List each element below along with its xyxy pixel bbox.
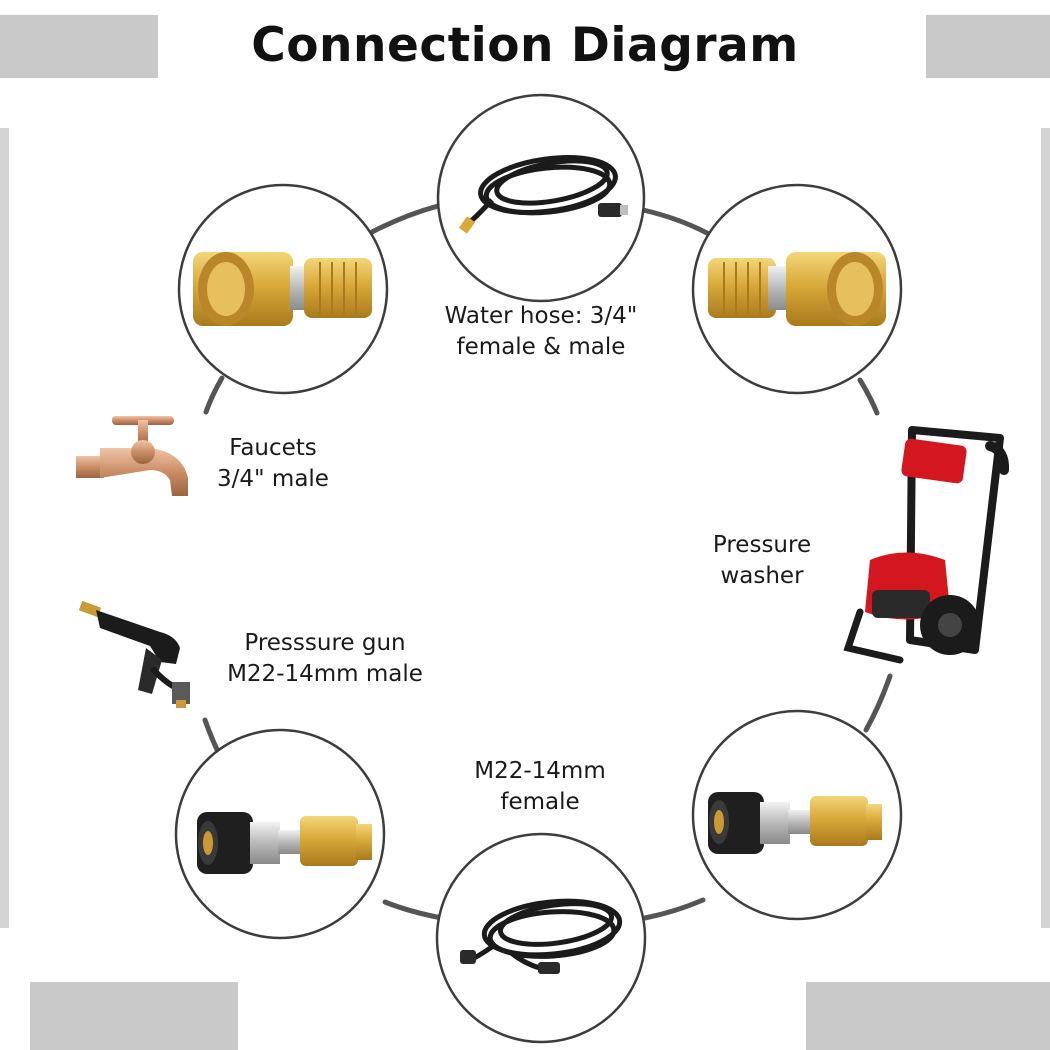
ring-connectors <box>202 203 893 921</box>
ring-arc-bottom-left <box>382 899 445 921</box>
label-pressure-washer-line1: Pressure <box>712 532 812 558</box>
ring-arc-top-right <box>640 207 710 236</box>
m22-adapter-bottom-left <box>197 812 372 874</box>
pressure-hose-image <box>460 898 623 974</box>
brass-adapter-top-left <box>193 252 372 326</box>
pressure-washer-image <box>843 426 1010 664</box>
pressure-gun-image <box>78 600 190 708</box>
label-water-hose: Water hose: 3/4" female & male <box>396 301 686 363</box>
page-title: Connection Diagram <box>251 18 799 73</box>
circle-top-hose <box>436 93 646 303</box>
label-pressure-washer: Pressure washer <box>690 530 834 592</box>
label-m22-female: M22-14mm female <box>440 756 640 818</box>
ring-arc-top-left <box>369 203 441 235</box>
label-water-hose-line2: female & male <box>456 334 626 360</box>
ring-arc-bottom-right <box>642 897 706 921</box>
ring-arc-right-upper <box>857 377 880 416</box>
faucet-image <box>76 416 188 496</box>
side-bar-left <box>0 128 9 928</box>
brass-adapter-top-right <box>708 252 886 326</box>
ring-arc-left-upper <box>203 375 225 415</box>
label-m22-female-line1: M22-14mm <box>474 758 606 784</box>
ring-arc-right-lower <box>863 673 893 733</box>
corner-block-bottom-right <box>806 982 1050 1050</box>
label-faucets-line1: Faucets <box>229 435 317 461</box>
corner-block-bottom-left <box>30 982 238 1050</box>
corner-block-top-right <box>926 15 1050 78</box>
label-faucets: Faucets 3/4" male <box>198 433 348 495</box>
m22-adapter-bottom-right <box>708 792 882 854</box>
corner-block-top-left <box>0 15 158 78</box>
label-pressure-gun: Presssure gun M22-14mm male <box>200 628 450 690</box>
water-hose-image <box>458 155 628 234</box>
side-bar-right <box>1041 128 1050 928</box>
label-pressure-gun-line1: Presssure gun <box>244 630 406 656</box>
label-faucets-line2: 3/4" male <box>217 466 329 492</box>
label-pressure-gun-line2: M22-14mm male <box>227 661 423 687</box>
label-m22-female-line2: female <box>500 789 580 815</box>
label-water-hose-line1: Water hose: 3/4" <box>444 303 638 329</box>
circle-bottom-hose <box>435 832 647 1044</box>
label-pressure-washer-line2: washer <box>720 563 804 589</box>
